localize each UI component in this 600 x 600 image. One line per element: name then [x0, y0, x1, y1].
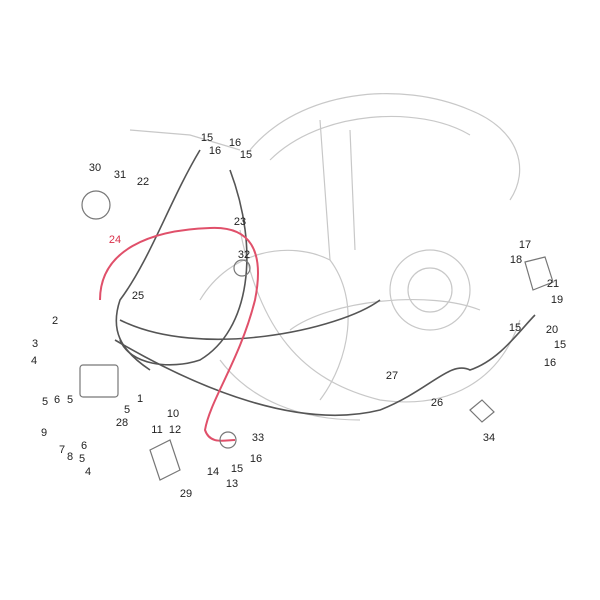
callout-label-19: 19 [550, 294, 564, 306]
callout-label-15c: 15 [230, 463, 244, 475]
callout-label-25: 25 [131, 290, 145, 302]
callout-label-9: 9 [40, 427, 48, 439]
components [79, 190, 554, 481]
callout-label-15b: 15 [239, 149, 253, 161]
scooter-frame [129, 93, 521, 421]
callout-label-12: 12 [168, 424, 182, 436]
callout-label-7: 7 [58, 444, 66, 456]
brake-pipe-highlight [99, 226, 259, 442]
callout-label-28: 28 [115, 417, 129, 429]
clip-32 [233, 259, 251, 277]
callout-label-1: 1 [136, 393, 144, 405]
detail-clip-34 [469, 399, 495, 423]
abs-unit [79, 364, 119, 398]
callout-label-24: 24 [108, 234, 122, 246]
callout-label-15e: 15 [553, 339, 567, 351]
callout-label-16c: 16 [249, 453, 263, 465]
callout-label-6a: 6 [53, 394, 61, 406]
callout-label-5c: 5 [123, 404, 131, 416]
callout-label-14: 14 [206, 466, 220, 478]
callout-label-21: 21 [546, 278, 560, 290]
callout-label-16b: 16 [228, 137, 242, 149]
callout-label-5a: 5 [41, 396, 49, 408]
callout-label-18: 18 [509, 254, 523, 266]
callout-label-34: 34 [482, 432, 496, 444]
callout-label-4a: 4 [30, 355, 38, 367]
callout-label-5b: 5 [66, 394, 74, 406]
callout-label-22: 22 [136, 176, 150, 188]
brake-caliper-rear [524, 256, 554, 291]
callout-label-20: 20 [545, 324, 559, 336]
callout-label-31: 31 [113, 169, 127, 181]
callout-label-4b: 4 [84, 466, 92, 478]
callout-label-5d: 5 [78, 453, 86, 465]
callout-label-26: 26 [430, 397, 444, 409]
brake-caliper-front [149, 439, 181, 481]
callout-label-29: 29 [179, 488, 193, 500]
callout-label-8: 8 [66, 451, 74, 463]
callout-label-16d: 16 [543, 357, 557, 369]
detail-circle-33 [219, 431, 237, 449]
callout-label-3: 3 [31, 338, 39, 350]
callout-label-15a: 15 [200, 132, 214, 144]
callout-label-11: 11 [151, 424, 163, 436]
callout-label-6b: 6 [80, 440, 88, 452]
callout-label-17: 17 [518, 239, 532, 251]
callout-label-15d: 15 [508, 322, 522, 334]
callout-label-32: 32 [237, 249, 251, 261]
cables [114, 149, 536, 417]
callout-label-33: 33 [251, 432, 265, 444]
callout-label-30: 30 [88, 162, 102, 174]
detail-circle-30 [81, 190, 111, 220]
callout-label-16a: 16 [208, 145, 222, 157]
callout-label-2: 2 [51, 315, 59, 327]
callout-label-27: 27 [385, 370, 399, 382]
callout-label-23: 23 [233, 216, 247, 228]
callout-label-10: 10 [166, 408, 180, 420]
callout-label-13: 13 [225, 478, 239, 490]
